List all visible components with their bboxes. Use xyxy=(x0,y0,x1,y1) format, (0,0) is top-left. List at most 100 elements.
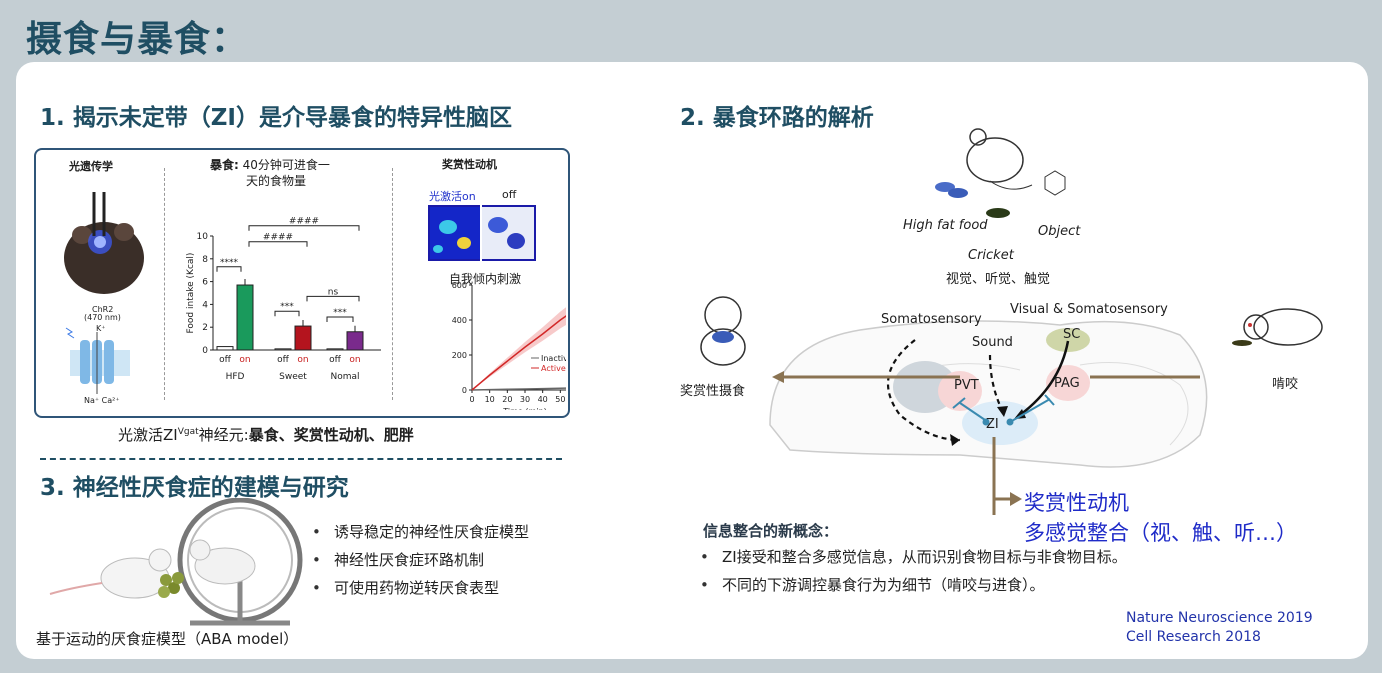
bar-nomal-on xyxy=(346,331,364,351)
binge-title-rest: 40分钟可进食一 xyxy=(238,158,330,172)
section1-title: 1. 揭示未定带（ZI）是介导暴食的特异性脑区 xyxy=(40,105,512,131)
legend-active: Active xyxy=(541,364,566,373)
concept-title: 信息整合的新概念： xyxy=(703,522,839,540)
condition-label-off: off xyxy=(277,355,290,365)
y-tick-label: 200 xyxy=(452,351,467,360)
bar-sweet-on xyxy=(294,325,312,351)
group-label: Nomal xyxy=(330,372,359,382)
list-item: 神经性厌食症环路机制 xyxy=(312,546,529,574)
section3-title: 3. 神经性厌食症的建模与研究 xyxy=(40,475,349,501)
x-tick-label: 40 xyxy=(538,395,548,404)
condition-label-off: off xyxy=(329,355,342,365)
significance-bracket xyxy=(326,316,354,322)
outcome-reward-motivation: 奖赏性动机 xyxy=(1024,491,1129,515)
condition-label-on: on xyxy=(297,355,308,365)
reference-nature-neuroscience: Nature Neuroscience 2019 xyxy=(1126,610,1313,626)
light-off-label: off xyxy=(502,188,517,201)
section-divider xyxy=(40,458,562,460)
x-tick-label: 30 xyxy=(520,395,530,404)
icss-subtitle: 自我倾内刺激 xyxy=(449,272,522,286)
reference-cell-research: Cell Research 2018 xyxy=(1126,629,1261,645)
activity-wheel-mice-illustration xyxy=(49,498,303,626)
mouse-optogenetics-illustration xyxy=(64,192,144,394)
significance-bracket xyxy=(216,266,242,272)
chr2-label: ChR2 xyxy=(92,305,114,314)
outcome-multisensory: 多感觉整合（视、触、听…） xyxy=(1024,521,1297,545)
output-gnawing: 啃咬 xyxy=(1272,377,1299,392)
x-tick-label: 20 xyxy=(502,395,512,404)
series-line-inactive xyxy=(471,387,566,391)
active-confidence-band xyxy=(472,307,566,390)
legend-inactive: Inactive xyxy=(541,354,566,363)
y-axis-label: Food intake (Kcal) xyxy=(186,253,196,334)
place-preference-heatmap xyxy=(428,205,536,261)
divider xyxy=(392,168,393,400)
label-zi: ZI xyxy=(986,417,999,432)
potassium-label: K⁺ xyxy=(96,324,106,333)
section3-bullet-list: 诱导稳定的神经性厌食症模型 神经性厌食症环路机制 可使用药物逆转厌食表型 xyxy=(312,518,529,602)
optogenetics-title: 光遗传学 xyxy=(69,160,113,173)
significance-bracket xyxy=(306,295,360,302)
x-axis-label: Time (min) xyxy=(502,407,546,410)
y-tick-label: 8 xyxy=(202,255,208,265)
label-somatosensory: Somatosensory xyxy=(881,312,982,327)
section2-title: 2. 暴食环路的解析 xyxy=(680,105,874,131)
group-label: Sweet xyxy=(279,372,307,382)
stimulus-object: Object xyxy=(1038,224,1081,239)
list-item: ZI接受和整合多感觉信息，从而识别食物目标与非食物目标。 xyxy=(700,543,1127,571)
significance-label: *** xyxy=(333,308,347,318)
label-pvt: PVT xyxy=(954,378,979,393)
binge-title: 暴食: 40分钟可进食一 xyxy=(210,156,330,173)
list-item: 不同的下游调控暴食行为为细节（啃咬与进食）。 xyxy=(700,571,1127,599)
light-on-label: 光激活on xyxy=(429,190,476,203)
binge-title-bold: 暴食: xyxy=(210,158,239,172)
y-tick-label: 4 xyxy=(202,300,208,310)
reward-title: 奖赏性动机 xyxy=(442,158,497,171)
significance-label: #### xyxy=(263,233,293,243)
divider xyxy=(164,168,165,400)
list-item: 诱导稳定的神经性厌食症模型 xyxy=(312,518,529,546)
section3-caption: 基于运动的厌食症模型（ABA model） xyxy=(36,630,299,648)
zi-circuit-diagram xyxy=(700,128,1323,515)
significance-label: ns xyxy=(328,287,339,297)
x-tick-label: 50 xyxy=(555,395,565,404)
y-tick-label: 0 xyxy=(462,386,467,395)
x-tick-label: 10 xyxy=(485,395,495,404)
x-tick-label: 0 xyxy=(469,395,474,404)
condition-label-off: off xyxy=(219,355,232,365)
significance-label: #### xyxy=(289,217,319,227)
page-title: 摄食与暴食： xyxy=(26,19,249,60)
self-stimulation-line-chart: 02004006000102030405060Time (min)Inactiv… xyxy=(452,281,566,410)
bar-sweet-off xyxy=(274,348,292,351)
significance-bracket xyxy=(248,225,360,231)
output-reward-feeding: 奖赏性摄食 xyxy=(680,384,746,399)
significance-bracket xyxy=(248,241,308,247)
sodium-calcium-label: Na⁺ Ca²⁺ xyxy=(84,396,120,405)
senses-label: 视觉、听觉、触觉 xyxy=(946,272,1051,287)
significance-label: *** xyxy=(280,302,294,312)
figure-zi-binge: 光遗传学 ChR2 (470 nm) K⁺ Na⁺ Ca²⁺ 暴食: 40分钟可… xyxy=(34,148,570,418)
label-visual-somatosensory: Visual & Somatosensory xyxy=(1010,302,1168,317)
series-line-active xyxy=(471,315,566,391)
section1-caption: 光激活ZIVgat神经元:暴食、奖赏性动机、肥胖 xyxy=(118,424,414,445)
list-item: 可使用药物逆转厌食表型 xyxy=(312,574,529,602)
condition-label-on: on xyxy=(349,355,360,365)
y-tick-label: 400 xyxy=(452,316,467,325)
caption-bold: 暴食、奖赏性动机、肥胖 xyxy=(248,426,414,444)
y-tick-label: 10 xyxy=(197,232,209,242)
y-tick-label: 600 xyxy=(452,281,467,290)
bar-hfd-on xyxy=(236,284,254,351)
label-sc: SC xyxy=(1063,327,1081,342)
y-tick-label: 6 xyxy=(202,278,208,288)
bar-nomal-off xyxy=(326,348,344,351)
significance-bracket xyxy=(274,310,300,317)
y-tick-label: 2 xyxy=(202,323,208,333)
stimulus-high-fat: High fat food xyxy=(903,218,988,233)
caption-sup: Vgat xyxy=(177,427,199,437)
group-label: HFD xyxy=(226,372,245,382)
caption-mid: 神经元: xyxy=(198,426,249,444)
wavelength-label: (470 nm) xyxy=(84,313,121,322)
caption-prefix: 光激活ZI xyxy=(118,426,178,444)
significance-label: **** xyxy=(220,258,239,268)
